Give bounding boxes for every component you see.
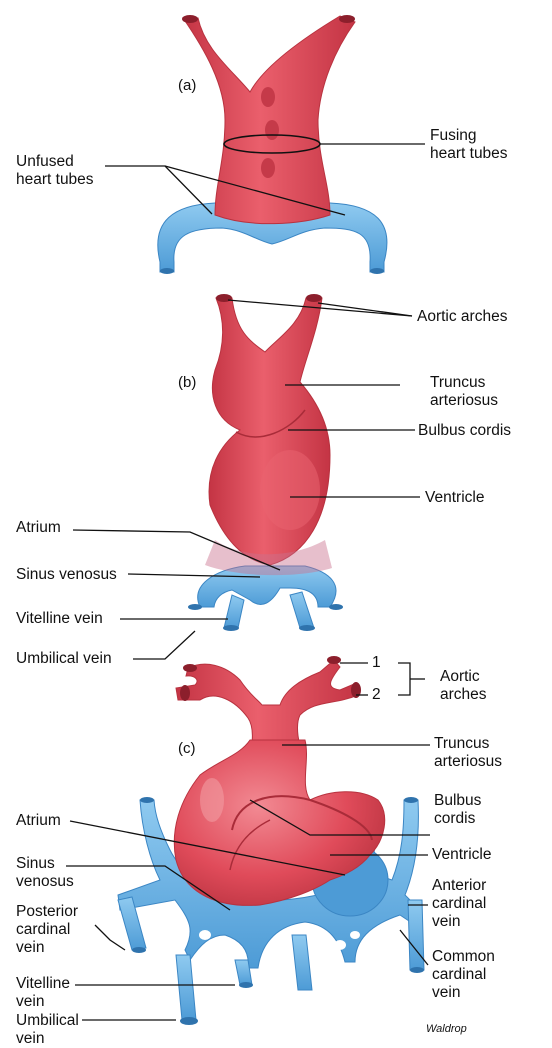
panel-c-heart [118,656,424,1025]
panel-b-heart [188,294,343,631]
heart-tube-b [209,298,330,565]
ventricle-label-c: Ventricle [432,846,491,864]
aortic-arches-label-b: Aortic arches [417,308,507,326]
atrium-label-b: Atrium [16,519,61,537]
fusing-heart-tubes [183,16,355,224]
arch-2-label: 2 [372,686,381,704]
arch-1-label: 1 [372,654,381,672]
umbilical-vein-label-b: Umbilical vein [16,650,112,668]
artist-signature: Waldrop [426,1023,467,1035]
panel-b-label: (b) [178,374,196,391]
sinus-venosus-label-b: Sinus venosus [16,566,117,584]
ventricle-label-b: Ventricle [425,489,484,507]
panel-a-label: (a) [178,77,196,94]
atrium-label-c: Atrium [16,812,61,830]
vitelline-vein-label-b: Vitelline vein [16,610,103,628]
bulbus-cordis-label-b: Bulbus cordis [418,422,511,440]
panel-c-label: (c) [178,740,196,757]
